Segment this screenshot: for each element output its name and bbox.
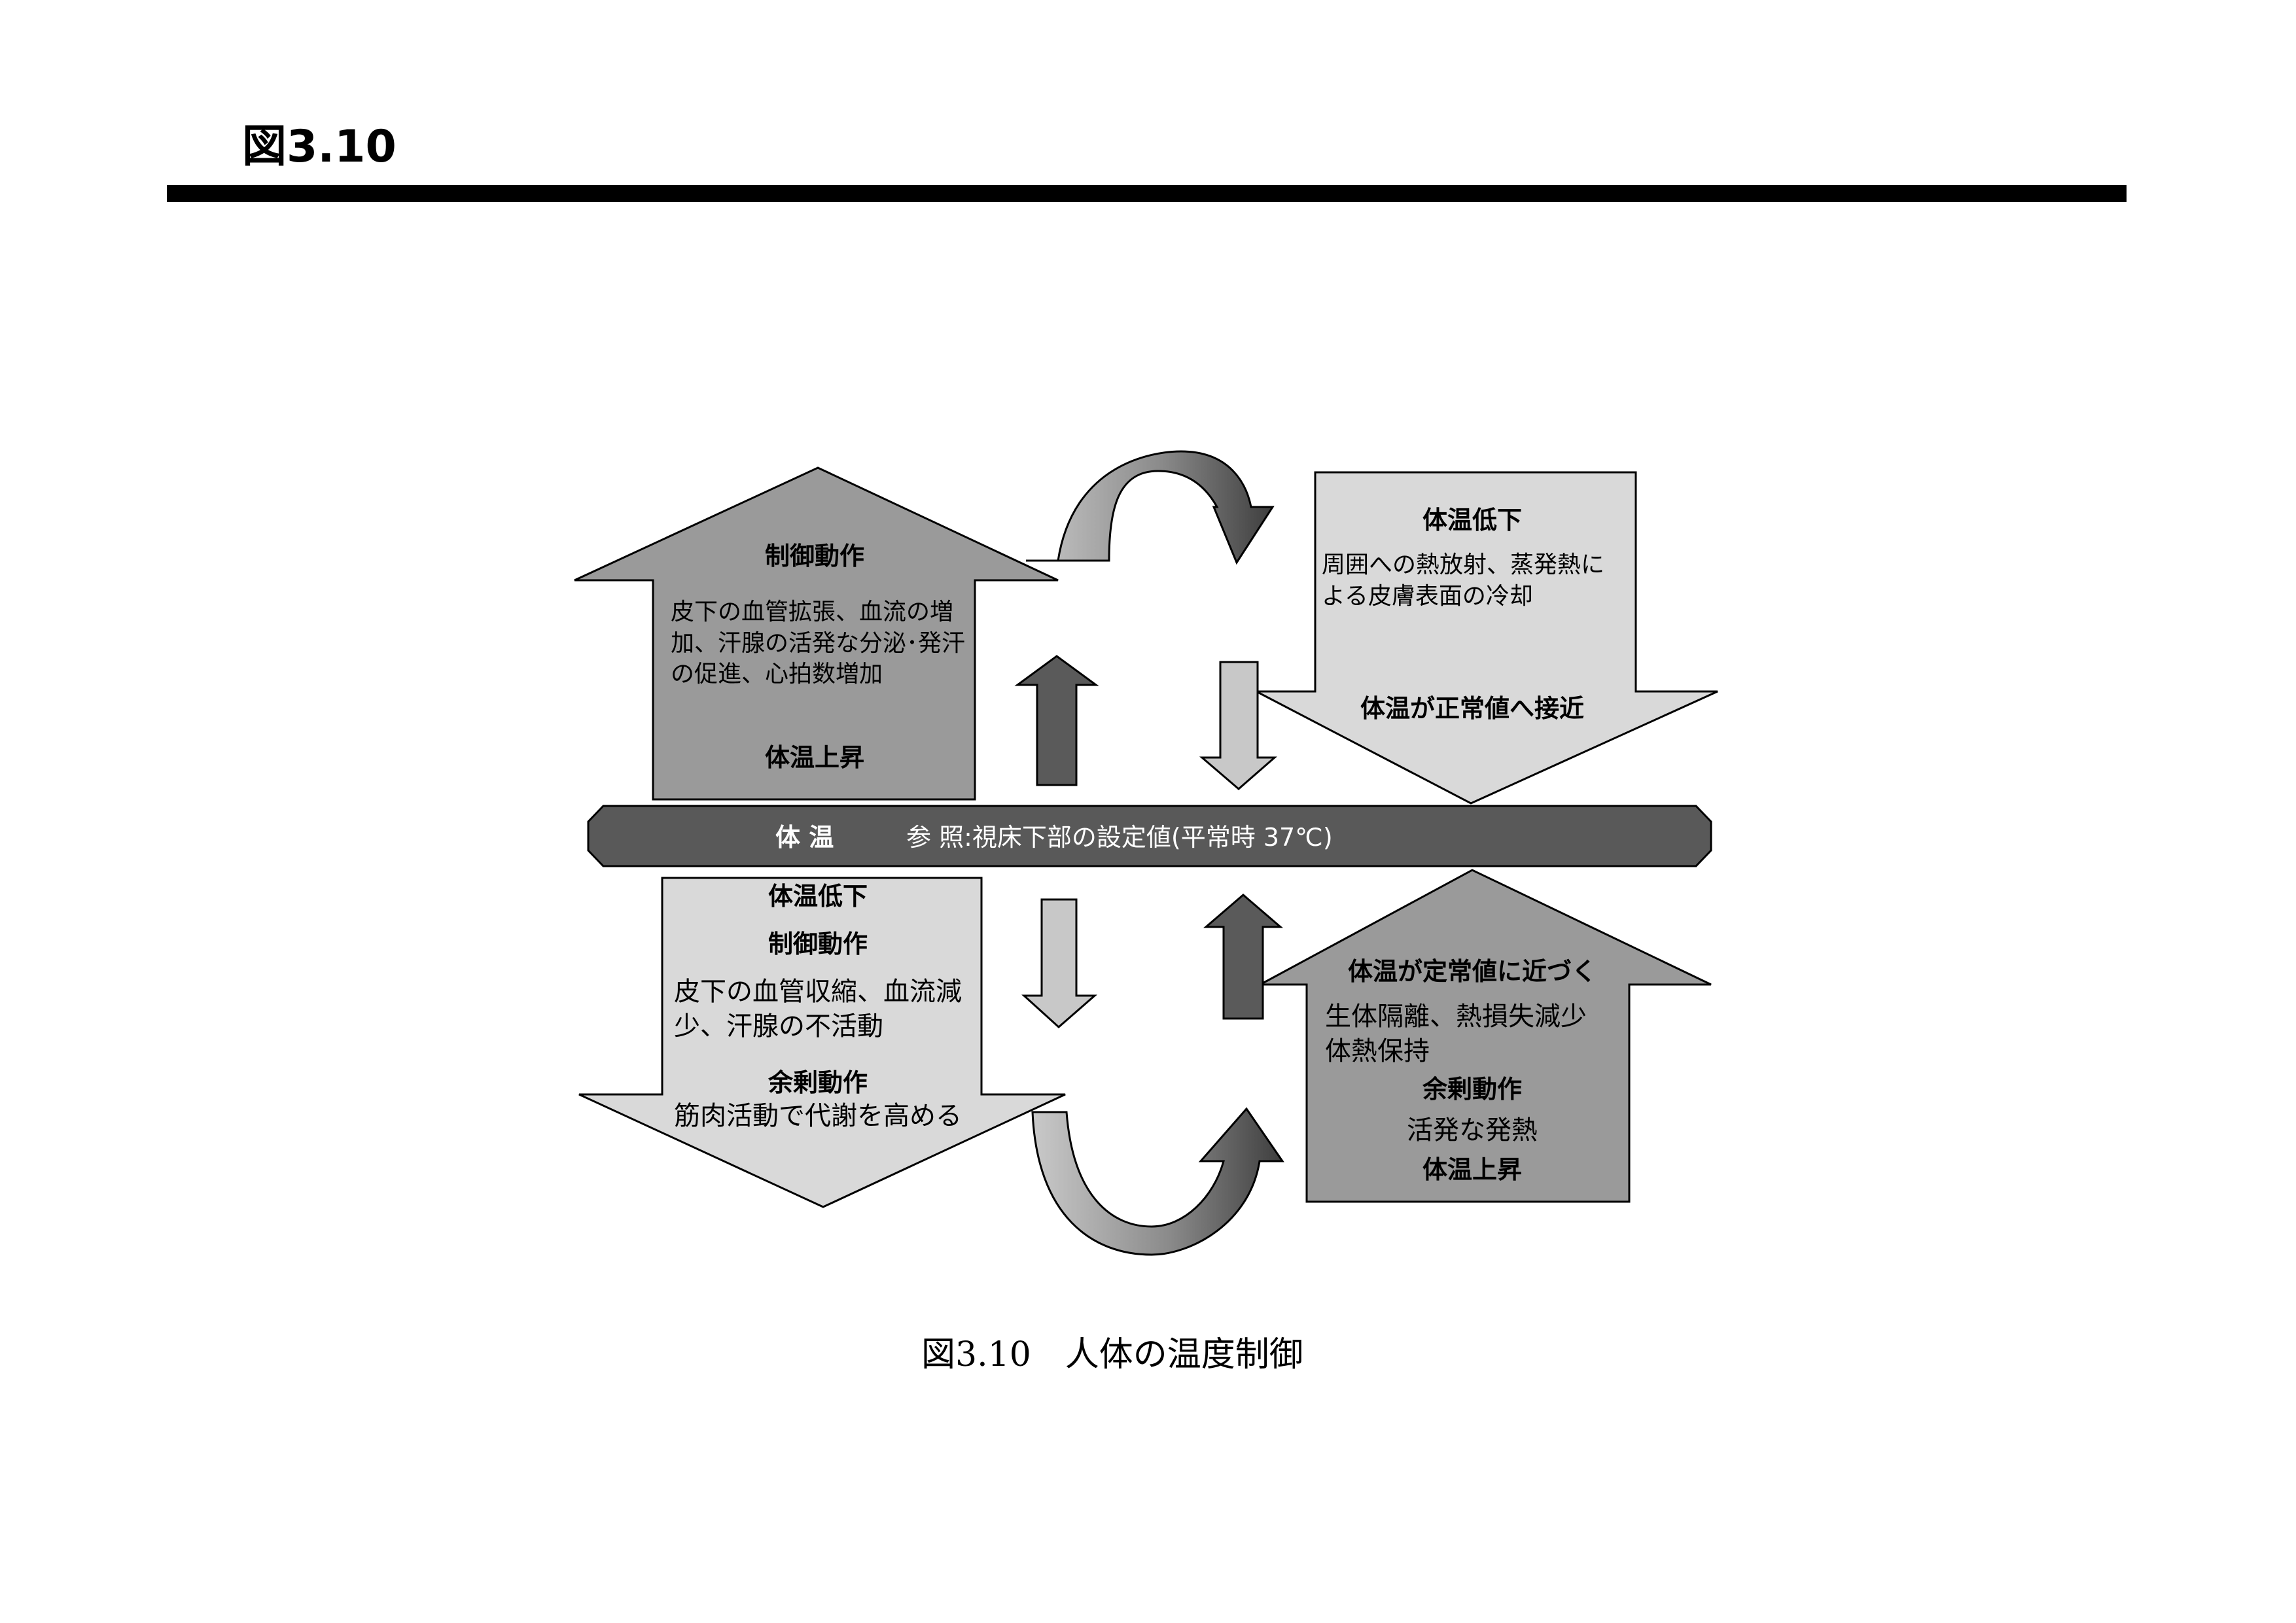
- bottom-left-heading3: 余剰動作: [768, 1068, 868, 1097]
- top-left-body-line: 加、汗腺の活発な分泌･発汗: [671, 629, 966, 657]
- bottom-left-body2: 筋肉活動で代謝を高める: [674, 1101, 962, 1131]
- top-right-down-arrow: [1256, 471, 1718, 805]
- bottom-right-body2: 活発な発熱: [1407, 1115, 1538, 1145]
- bottom-left-body: 皮下の血管収縮、血流減 少、汗腺の不活動: [674, 975, 981, 1044]
- bottom-left-body-line: 皮下の血管収縮、血流減: [674, 977, 962, 1007]
- top-right-body: 周囲への熱放射、蒸発熱に よる皮膚表面の冷却: [1322, 550, 1629, 612]
- figure-caption: 図3.10 人体の温度制御: [921, 1335, 1303, 1374]
- top-curved-arrow: [1026, 450, 1275, 565]
- bar-reference: 参 照:視床下部の設定値(平常時 37℃): [906, 823, 1333, 852]
- top-left-body-line: の促進、心拍数増加: [671, 661, 883, 688]
- small-down-arrow-bottom: [1021, 898, 1097, 1029]
- bottom-right-up-arrow: [1260, 869, 1712, 1203]
- bottom-left-heading1: 体温低下: [768, 882, 868, 911]
- bottom-left-body-line: 少、汗腺の不活動: [674, 1011, 883, 1041]
- bottom-right-heading: 体温が定常値に近づく: [1347, 957, 1597, 986]
- body-temperature-bar: [587, 805, 1712, 867]
- bottom-right-body-line: 体熱保持: [1325, 1036, 1430, 1066]
- bar-label: 体 温: [775, 823, 834, 852]
- header-rule: [167, 185, 2127, 202]
- top-right-footer: 体温が正常値へ接近: [1360, 694, 1584, 723]
- top-right-body-line: 周囲への熱放射、蒸発熱に: [1322, 551, 1605, 578]
- small-down-arrow-top: [1199, 661, 1277, 790]
- top-left-body: 皮下の血管拡張、血流の増 加、汗腺の活発な分泌･発汗 の促進、心拍数増加: [671, 597, 985, 690]
- small-up-arrow-bottom: [1203, 894, 1284, 1020]
- bottom-right-body-line: 生体隔離、熱損失減少: [1325, 1002, 1587, 1032]
- bottom-curved-arrow: [1031, 1107, 1284, 1256]
- bottom-left-down-arrow: [578, 877, 1066, 1208]
- top-left-up-arrow: [574, 466, 1059, 801]
- top-right-heading: 体温低下: [1422, 506, 1522, 534]
- figure-number-title: 図3.10: [242, 121, 397, 173]
- top-left-heading: 制御動作: [764, 542, 864, 570]
- top-left-footer: 体温上昇: [764, 743, 864, 772]
- small-up-arrow-top: [1014, 655, 1099, 786]
- bottom-right-body: 生体隔離、熱損失減少 体熱保持: [1325, 1000, 1626, 1069]
- top-left-body-line: 皮下の血管拡張、血流の増: [671, 599, 954, 625]
- bottom-right-heading2: 余剰動作: [1422, 1075, 1522, 1104]
- top-right-body-line: よる皮膚表面の冷却: [1322, 582, 1533, 610]
- bottom-right-footer: 体温上昇: [1422, 1155, 1522, 1184]
- bottom-left-heading2: 制御動作: [768, 930, 868, 958]
